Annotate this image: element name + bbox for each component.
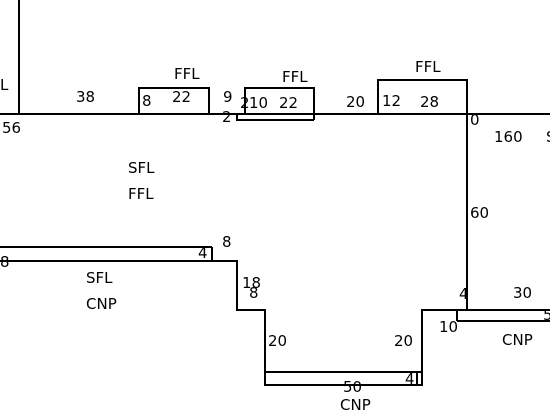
label-ffl-1: FFL xyxy=(128,185,154,203)
label-10: 10 xyxy=(249,94,268,112)
raised-box-2 xyxy=(244,87,315,120)
label-60: 60 xyxy=(470,204,489,222)
raised-box-1 xyxy=(138,87,210,114)
label-ffl-box2: FFL xyxy=(282,68,308,86)
label-ffl-box1: FFL xyxy=(174,65,200,83)
label-8-box1: 8 xyxy=(142,92,152,110)
label-4-c: 4 xyxy=(405,370,415,388)
label-28: 28 xyxy=(420,93,439,111)
label-22-box1: 22 xyxy=(172,88,191,106)
label-30: 30 xyxy=(513,284,532,302)
label-sfl-2: SFL xyxy=(86,269,113,287)
label-12: 12 xyxy=(382,92,401,110)
label-56: 56 xyxy=(2,119,21,137)
label-cnp-3: CNP xyxy=(340,396,371,413)
label-2b: 2 xyxy=(240,94,250,112)
label-160: 160 xyxy=(494,128,523,146)
label-cnp-2: CNP xyxy=(502,331,533,349)
label-8-b: 8 xyxy=(222,233,232,251)
label-10-b: 10 xyxy=(439,318,458,336)
label-8-left: 8 xyxy=(0,253,10,271)
label-9: 9 xyxy=(223,88,233,106)
label-4-b: 4 xyxy=(459,285,469,303)
label-0: 0 xyxy=(470,111,480,129)
label-cnp-1: CNP xyxy=(86,295,117,313)
label-20-top: 20 xyxy=(346,93,365,111)
label-18: 18 xyxy=(242,274,261,292)
label-22-box2: 22 xyxy=(279,94,298,112)
label-sfl-1: SFL xyxy=(128,159,155,177)
label-50: 50 xyxy=(343,378,362,396)
lower-stepped-profile xyxy=(0,260,457,386)
raised-box-3 xyxy=(377,79,468,114)
label-20-mid1: 20 xyxy=(268,332,287,350)
label-20-mid2: 20 xyxy=(394,332,413,350)
label-s-edge: S xyxy=(546,128,550,146)
label-8-c: 8 xyxy=(249,284,259,302)
label-4-a: 4 xyxy=(198,244,208,262)
label-5-edge: 5 xyxy=(543,306,550,324)
label-ffl-box3: FFL xyxy=(415,58,441,76)
small-step xyxy=(236,114,314,121)
label-2: 2 xyxy=(222,108,232,126)
label-l: L xyxy=(0,76,9,94)
label-38: 38 xyxy=(76,88,95,106)
